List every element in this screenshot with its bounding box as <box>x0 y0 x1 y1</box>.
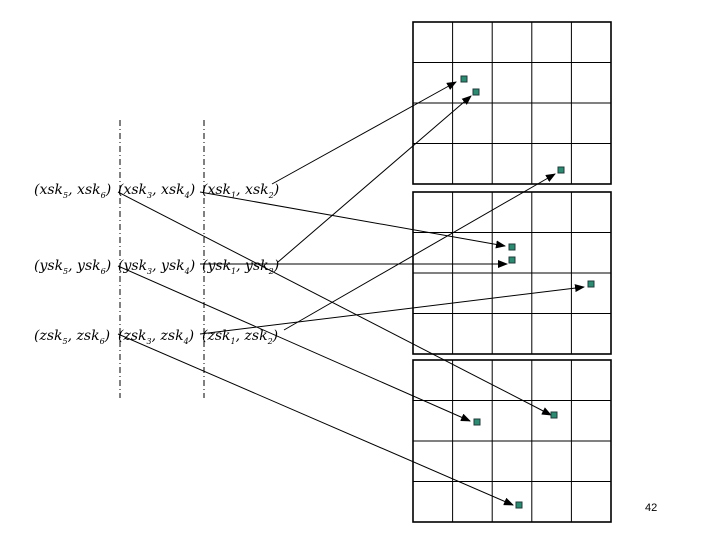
data-points <box>460 75 595 509</box>
arrow-zsk3-zsk4 <box>199 284 585 335</box>
page-number: 42 <box>645 502 657 514</box>
grids <box>412 21 612 523</box>
point-top-1 <box>460 75 468 83</box>
point-bottom-2 <box>550 411 558 419</box>
point-middle-1 <box>508 243 516 251</box>
label-z-pair-1: (zsk5, zsk6) <box>34 328 110 346</box>
grid-top <box>412 21 612 185</box>
grid-middle <box>412 191 612 355</box>
point-top-3 <box>557 166 565 174</box>
label-x-pair-2: (xsk3, xsk4) <box>118 182 195 200</box>
point-middle-2 <box>508 256 516 264</box>
grid-bottom-frame <box>412 359 612 523</box>
grid-middle-frame <box>412 191 612 355</box>
label-y-pair-3: (ysk1, ysk2) <box>202 258 279 276</box>
arrow-ysk5-ysk6 <box>117 265 471 422</box>
point-bottom-1 <box>473 418 481 426</box>
point-middle-3 <box>587 280 595 288</box>
arrow-xsk1-xsk2 <box>271 81 457 185</box>
label-x-pair-3: (xsk1, xsk2) <box>202 182 279 200</box>
arrow-ysk1-ysk2 <box>277 95 472 263</box>
grid-bottom <box>412 359 612 523</box>
label-y-pair-1: (ysk5, ysk6) <box>34 258 111 276</box>
mapping-arrows <box>117 81 585 506</box>
label-y-pair-2: (ysk3, ysk4) <box>118 258 195 276</box>
label-z-pair-2: (zsk3, zsk4) <box>118 328 194 346</box>
label-x-pair-1: (xsk5, xsk6) <box>34 182 111 200</box>
arrow-zsk5-zsk6 <box>117 333 514 506</box>
point-top-2 <box>472 88 480 96</box>
key-pair-labels: (xsk5, xsk6) (xsk3, xsk4) (xsk1, xsk2) (… <box>34 182 279 346</box>
arrow-zsk1-zsk2 <box>283 173 556 331</box>
label-z-pair-3: (zsk1, zsk2) <box>202 328 278 346</box>
grid-top-frame <box>412 21 612 185</box>
arrow-xsk3-xsk4 <box>199 191 506 249</box>
point-bottom-3 <box>515 501 523 509</box>
arrow-xsk5-xsk6 <box>117 191 552 416</box>
